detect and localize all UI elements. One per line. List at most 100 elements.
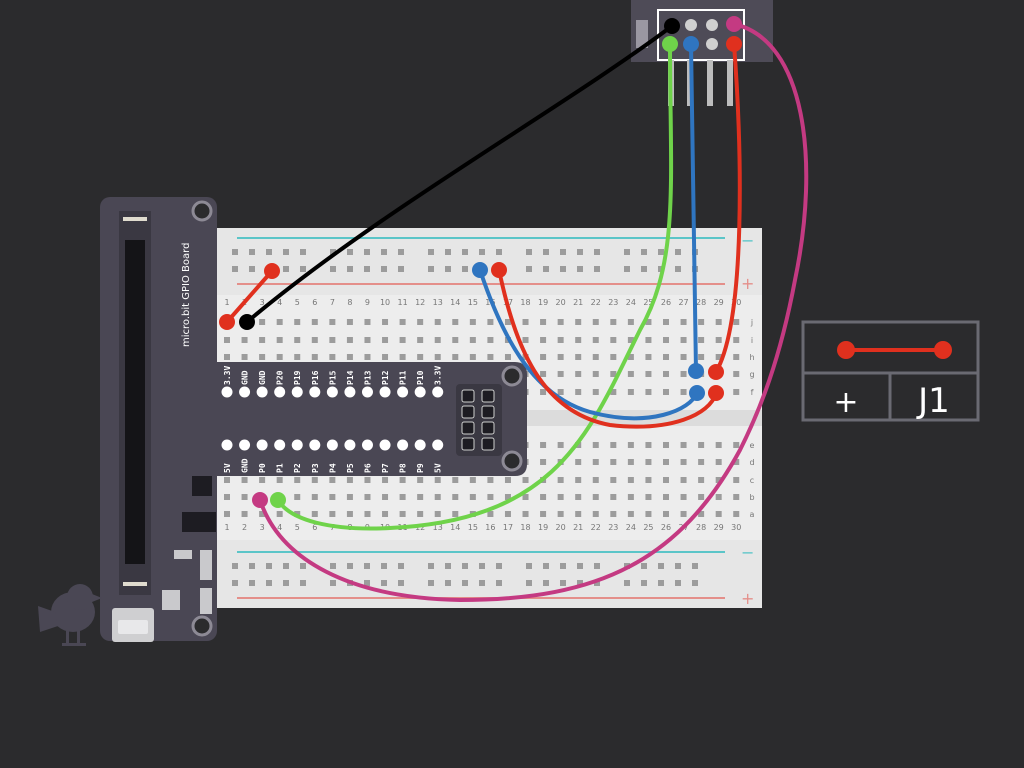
gpio-pin (221, 386, 233, 398)
breadboard-hole (592, 389, 599, 395)
breadboard-hole (346, 494, 353, 500)
breadboard-hole (610, 337, 617, 343)
column-number: 20 (556, 523, 566, 532)
gpio-pin-label: P5 (346, 463, 355, 473)
breadboard-hole (224, 354, 230, 360)
breadboard-hole (627, 477, 634, 483)
breadboard-hole (715, 442, 722, 448)
rail-hole (300, 563, 306, 569)
breadboard-hole (346, 477, 353, 483)
column-number: 1 (224, 298, 229, 307)
column-number: 27 (678, 298, 688, 307)
gpio-pin (274, 386, 286, 398)
breadboard-hole (487, 354, 494, 360)
breadboard-hole (540, 459, 547, 465)
breadboard-hole (487, 511, 494, 517)
rail-hole (560, 249, 566, 255)
breadboard-hole (592, 354, 599, 360)
breadboard-hole (417, 494, 424, 500)
gpio-pin-label: P16 (311, 370, 320, 385)
rail-hole (641, 266, 647, 272)
breadboard-hole (382, 354, 389, 360)
rail-hole (330, 249, 336, 255)
rail-hole (479, 580, 485, 586)
rail-hole (462, 266, 468, 272)
slot-mark-top (123, 217, 147, 221)
gpio-pin-label: P4 (328, 463, 337, 473)
breadboard-hole (241, 477, 248, 483)
row-letter: j (750, 318, 753, 327)
column-number: 3 (260, 298, 265, 307)
breadboard-hole (610, 354, 617, 360)
gpio-pin-label: 3.3V (434, 366, 443, 385)
rail-hole (445, 563, 451, 569)
rail-hole (560, 266, 566, 272)
rail-hole (658, 563, 664, 569)
row-letter: b (749, 493, 754, 502)
rail-hole (624, 249, 630, 255)
gpio-pin-label: P14 (346, 370, 355, 385)
chip-small (192, 476, 212, 496)
row-letter: g (749, 370, 754, 379)
breadboard-hole (733, 477, 740, 483)
rail-hole (249, 580, 255, 586)
rail-hole (624, 266, 630, 272)
breadboard-hole (733, 319, 740, 325)
rail-hole (445, 249, 451, 255)
short-red-wire (225, 269, 274, 324)
rail-hole (428, 266, 434, 272)
legend-plus: + (833, 385, 858, 420)
rail-hole (445, 580, 451, 586)
legend-name: J1 (916, 381, 950, 421)
breadboard-hole (575, 459, 582, 465)
gpio-pin (239, 439, 251, 451)
connector-leg-4 (727, 60, 733, 106)
gpio-pin (397, 439, 409, 451)
column-number: 16 (485, 523, 495, 532)
breadboard-hole (364, 494, 371, 500)
breadboard-hole (276, 354, 283, 360)
breadboard-hole (557, 494, 564, 500)
rail-hole (577, 266, 583, 272)
breadboard-hole (329, 477, 336, 483)
breadboard-hole (434, 494, 441, 500)
breadboard-hole (364, 337, 371, 343)
breadboard-hole (698, 494, 705, 500)
rail-hole (462, 249, 468, 255)
breadboard-hole (627, 511, 634, 517)
breadboard-hole (592, 494, 599, 500)
rail-hole (381, 563, 387, 569)
column-number: 6 (312, 298, 317, 307)
breadboard-hole (259, 354, 266, 360)
column-number: 19 (538, 298, 548, 307)
breadboard-hole (452, 511, 459, 517)
column-number: 22 (591, 523, 601, 532)
rail-hole (266, 580, 272, 586)
breadboard-hole (487, 494, 494, 500)
breadboard-hole (452, 477, 459, 483)
breadboard-hole (469, 319, 476, 325)
rail-hole (283, 580, 289, 586)
gpio-pin (379, 439, 391, 451)
gpio-pin (414, 439, 426, 451)
magenta-wire (258, 22, 809, 603)
red-wire-end (708, 364, 724, 380)
gpio-pin-label: P15 (328, 370, 337, 385)
rail-hole (543, 580, 549, 586)
gpio-pin-label: P1 (276, 463, 285, 473)
breadboard-column-numbers: 1122334455667788991010111112121313141415… (224, 298, 741, 532)
row-letter: i (751, 336, 753, 345)
gpio-pin (274, 439, 286, 451)
breadboard-hole (469, 337, 476, 343)
row-letter: d (749, 458, 754, 467)
breadboard-hole (469, 477, 476, 483)
rail-hole (428, 249, 434, 255)
breadboard-hole (540, 319, 547, 325)
breadboard-hole (680, 319, 687, 325)
rail-hole (347, 266, 353, 272)
column-number: 14 (450, 298, 460, 307)
column-number: 5 (295, 523, 300, 532)
breadboard-hole (434, 337, 441, 343)
rail-hole (577, 249, 583, 255)
breadboard-hole (294, 354, 301, 360)
